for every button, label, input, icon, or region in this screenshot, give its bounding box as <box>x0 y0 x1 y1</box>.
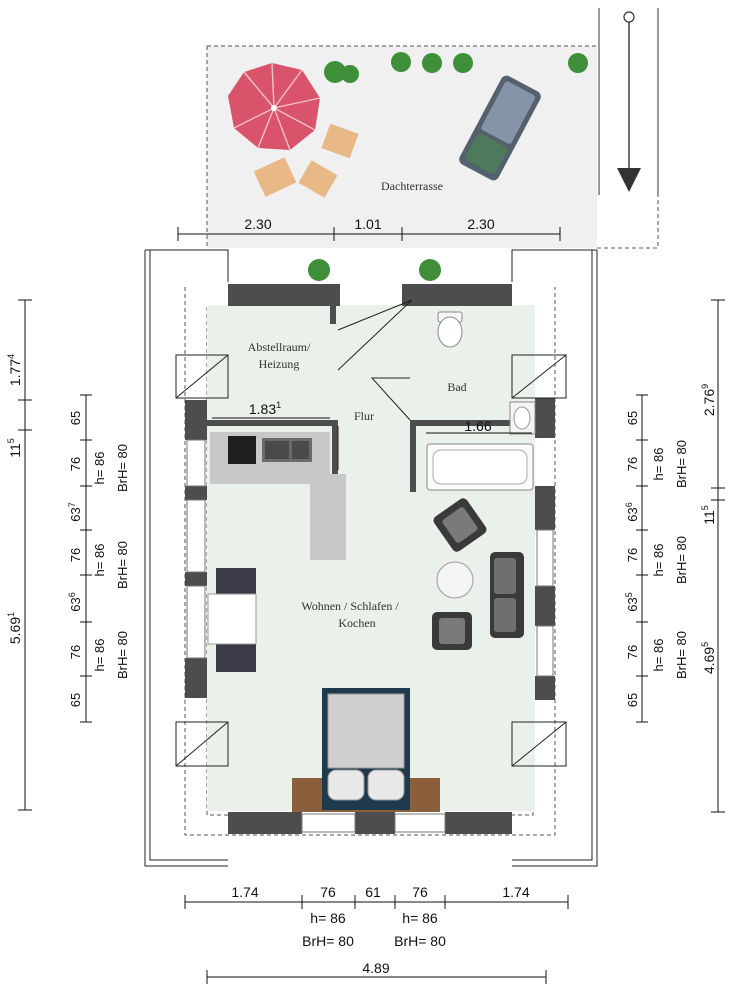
umbrella-icon <box>228 62 359 198</box>
dim-right-brh-2: BrH= 80 <box>674 536 689 584</box>
dim-right-seg-5: 635 <box>624 592 640 611</box>
bath-room: Bad 1.66 <box>426 311 536 491</box>
dim-right-seg-3: 636 <box>624 502 640 521</box>
dim-left-brh-2: BrH= 80 <box>115 541 130 589</box>
dim-bottom-win1: 76 <box>320 884 336 900</box>
dim-left-seg-3: 637 <box>67 502 83 521</box>
dim-right-seg-2: 76 <box>625 457 640 471</box>
dim-right-h-1: h= 86 <box>651 448 666 481</box>
dim-bottom-win2: 76 <box>412 884 428 900</box>
dim-right-wall: 115 <box>700 505 717 525</box>
dim-left-h-1: h= 86 <box>92 452 107 485</box>
dim-left-h-2: h= 86 <box>92 544 107 577</box>
dim-overall-width: 4.89 <box>362 960 389 976</box>
bed-icon <box>292 688 440 812</box>
storage-label-1: Abstellraum/ <box>248 340 311 354</box>
dim-bottom-pier: 61 <box>365 884 381 900</box>
sofa-icon <box>490 552 524 638</box>
toilet-icon <box>437 311 463 348</box>
left-dimensions: 1.774 115 5.691 65 76 637 76 636 76 65 h… <box>6 299 130 811</box>
dim-right-brh-1: BrH= 80 <box>674 440 689 488</box>
dim-bottom-brh2: BrH= 80 <box>394 933 446 949</box>
dining-table <box>207 568 257 672</box>
kitchen <box>210 432 346 560</box>
dim-right-seg-4: 76 <box>625 548 640 562</box>
dim-right-seg-7: 65 <box>625 693 640 707</box>
dim-right-seg-6: 76 <box>625 645 640 659</box>
dim-left-seg-6: 76 <box>68 645 83 659</box>
dim-terrace-right: 2.30 <box>467 216 494 232</box>
dim-right-lower: 4.695 <box>700 642 717 674</box>
dim-terrace-left: 2.30 <box>244 216 271 232</box>
bottom-dimensions: 1.74 76 61 76 1.74 h= 86 BrH= 80 h= 86 B… <box>184 884 569 984</box>
living-label-2: Kochen <box>338 616 375 630</box>
coffee-table <box>436 561 474 599</box>
dim-bottom-h1: h= 86 <box>310 910 346 926</box>
armchair-icon <box>432 498 487 650</box>
dim-left-seg-2: 76 <box>68 457 83 471</box>
dim-right-h-3: h= 86 <box>651 639 666 672</box>
dim-bath-width: 1.66 <box>464 418 491 434</box>
dim-right-brh-3: BrH= 80 <box>674 631 689 679</box>
doors <box>337 299 413 470</box>
dim-left-brh-3: BrH= 80 <box>115 631 130 679</box>
sink-icon <box>262 438 312 462</box>
terrace-label: Dachterrasse <box>381 179 443 193</box>
dim-left-seg-4: 76 <box>68 548 83 562</box>
hall-label: Flur <box>354 409 374 423</box>
right-dimensions: 2.769 115 4.695 65 76 636 76 635 76 65 h… <box>624 299 725 813</box>
dim-left-brh-1: BrH= 80 <box>115 444 130 492</box>
dim-left-seg-5: 636 <box>67 592 83 611</box>
dim-bottom-h2: h= 86 <box>402 910 438 926</box>
storage-room: Abstellraum/ Heizung 1.831 <box>212 340 330 419</box>
dim-bottom-brh1: BrH= 80 <box>302 933 354 949</box>
bathtub-icon <box>426 443 534 491</box>
dim-left-wall: 115 <box>6 438 23 458</box>
dim-left-upper: 1.774 <box>6 354 23 386</box>
bath-label: Bad <box>447 380 466 394</box>
dim-left-seg-7: 65 <box>68 693 83 707</box>
north-arrow-icon <box>598 8 659 195</box>
living-label-1: Wohnen / Schlafen / <box>301 599 399 613</box>
dim-bottom-left: 1.74 <box>231 884 258 900</box>
terrace-dimensions: 2.30 1.01 2.30 <box>177 216 561 241</box>
stove-icon <box>228 436 256 464</box>
dim-bottom-right: 1.74 <box>502 884 529 900</box>
storage-label-2: Heizung <box>259 357 300 371</box>
roof-windows <box>175 354 567 767</box>
dim-left-seg-1: 65 <box>68 411 83 425</box>
dim-terrace-mid: 1.01 <box>354 216 381 232</box>
dim-left-total: 5.691 <box>6 612 23 644</box>
sink-icon <box>509 401 536 435</box>
dim-right-h-2: h= 86 <box>651 544 666 577</box>
dormer-frames <box>144 249 598 867</box>
walls <box>185 284 555 834</box>
dim-right-seg-1: 65 <box>625 411 640 425</box>
dim-right-upper: 2.769 <box>700 384 717 416</box>
dim-left-h-3: h= 86 <box>92 639 107 672</box>
lounger-icon <box>459 75 541 181</box>
windows <box>186 439 554 833</box>
dim-storage-width: 1.831 <box>249 400 281 417</box>
